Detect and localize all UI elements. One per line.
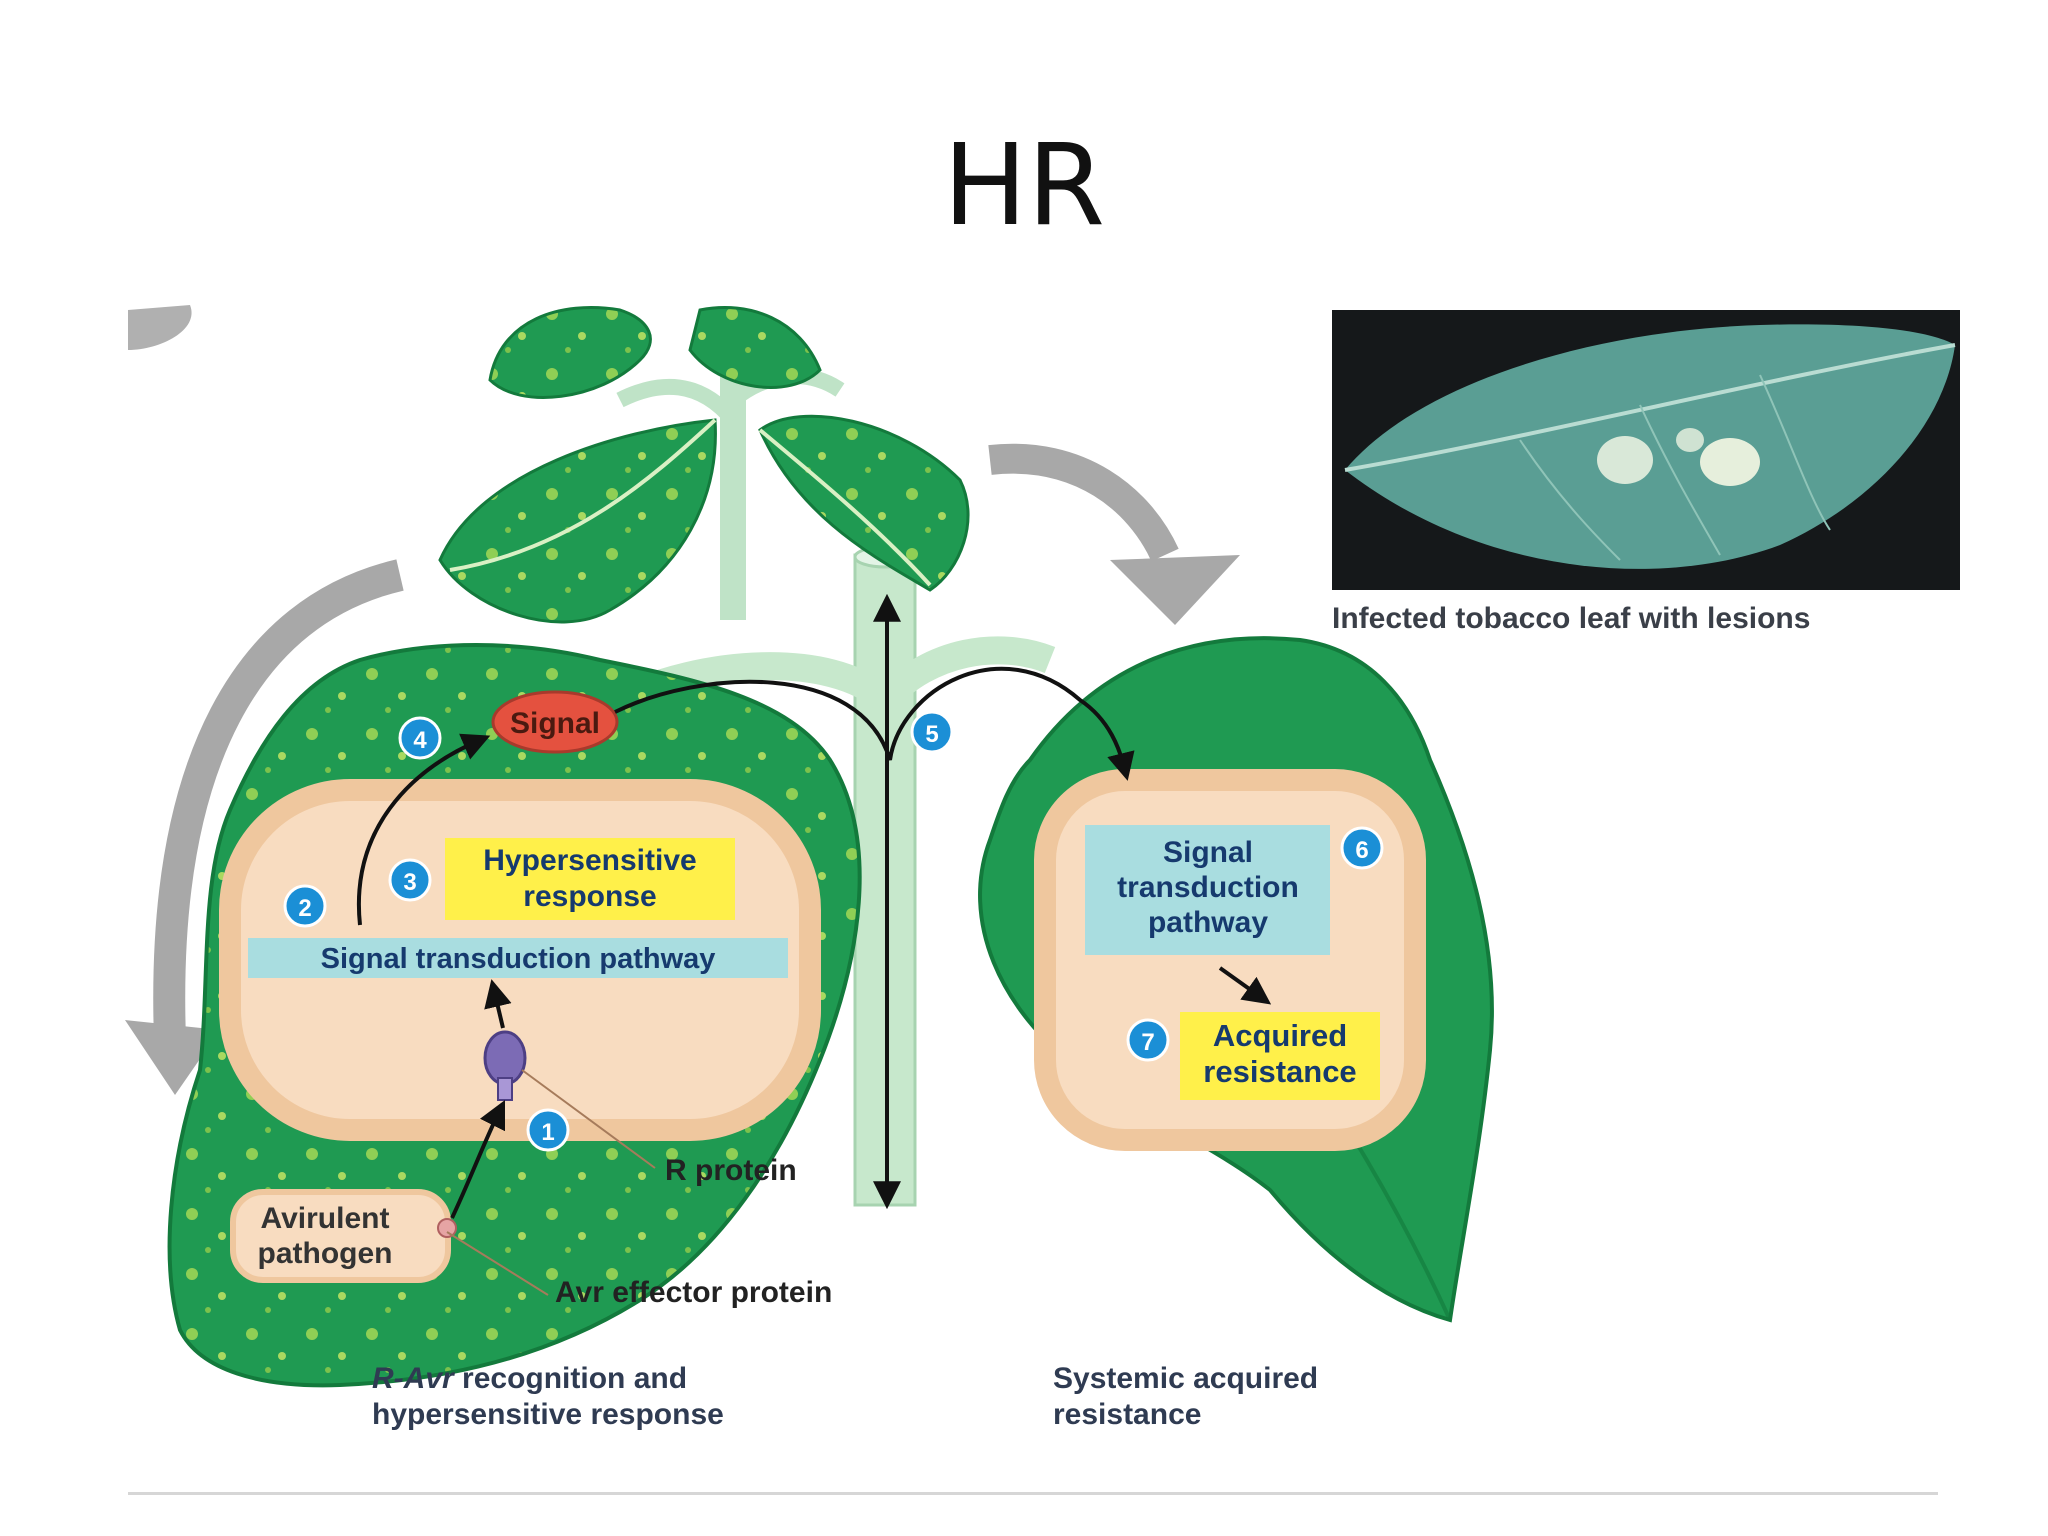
slide-title: HR: [942, 121, 1106, 251]
pathogen-to-protein-arrow: [450, 1099, 506, 1219]
avr-pointer: [446, 1231, 549, 1296]
svg-text:6: 6: [1355, 837, 1368, 864]
photo-caption: Infected tobacco leaf with lesions: [1332, 602, 1810, 635]
right-pathway-label-2: transduction: [1117, 871, 1299, 904]
right-pathway-label-3: pathway: [1148, 906, 1268, 939]
hypersensitive-box: [445, 838, 735, 920]
left-caption-line-1: R-Avr recognition and: [372, 1362, 687, 1395]
signal-label: Signal: [510, 707, 600, 740]
acquired-resistance-label-2: resistance: [1203, 1054, 1356, 1089]
svg-text:7: 7: [1141, 1029, 1154, 1056]
svg-text:4: 4: [413, 727, 427, 754]
step-4-badge: 4: [398, 716, 442, 760]
top-leaf-back: [488, 306, 822, 399]
step-3-badge: 3: [388, 858, 432, 902]
signal-transduction-bar: [248, 938, 788, 978]
r-protein-icon: [483, 1030, 527, 1101]
hypersensitive-label-2: response: [523, 880, 656, 913]
right-pathway-label-1: Signal: [1163, 836, 1253, 869]
gray-arrow-right: [988, 443, 1240, 625]
step-1-badge: 1: [526, 1108, 570, 1152]
hypersensitive-label-1: Hypersensitive: [483, 844, 696, 877]
protein-to-pathway-arrow: [484, 979, 512, 1029]
r-protein-label: R protein: [665, 1154, 797, 1187]
acquired-resistance-label-1: Acquired: [1213, 1018, 1347, 1053]
gray-arrow-left: [125, 559, 404, 1095]
signal-ellipse: [491, 690, 619, 754]
step-5-badge: 5: [910, 710, 954, 754]
footer-divider: [128, 1492, 1938, 1495]
top-leaf-left: [438, 418, 717, 624]
left-caption-line-2: hypersensitive response: [372, 1398, 724, 1431]
acquired-resistance-box: [1180, 1012, 1380, 1100]
pathway-to-resistance-arrow: [1218, 966, 1272, 1005]
right-pathway-box: [1085, 825, 1330, 955]
pathway-to-signal-arrow: [356, 733, 491, 926]
avirulent-pathogen-label-1: Avirulent: [261, 1202, 390, 1235]
infected-leaf-photo: [1332, 310, 1960, 590]
step-6-badge: 6: [1340, 826, 1384, 870]
step-2-badge: 2: [283, 884, 327, 928]
avirulent-pathogen-label-2: pathogen: [258, 1237, 393, 1270]
svg-text:2: 2: [298, 895, 311, 922]
right-caption-line-1: Systemic acquired: [1053, 1362, 1318, 1395]
svg-text:5: 5: [925, 721, 938, 748]
svg-text:1: 1: [541, 1119, 554, 1146]
signal-transduction-label: Signal transduction pathway: [321, 943, 716, 975]
svg-text:3: 3: [403, 869, 416, 896]
top-leaf-right: [758, 414, 970, 592]
right-caption-line-2: resistance: [1053, 1398, 1201, 1431]
gray-arrow-corner: [128, 305, 192, 350]
pathogen-dot: [437, 1218, 457, 1238]
r-protein-pointer: [521, 1069, 656, 1169]
step-7-badge: 7: [1126, 1018, 1170, 1062]
avr-effector-label: Avr effector protein: [555, 1276, 832, 1309]
signal-to-right-arrow: [614, 666, 1135, 781]
